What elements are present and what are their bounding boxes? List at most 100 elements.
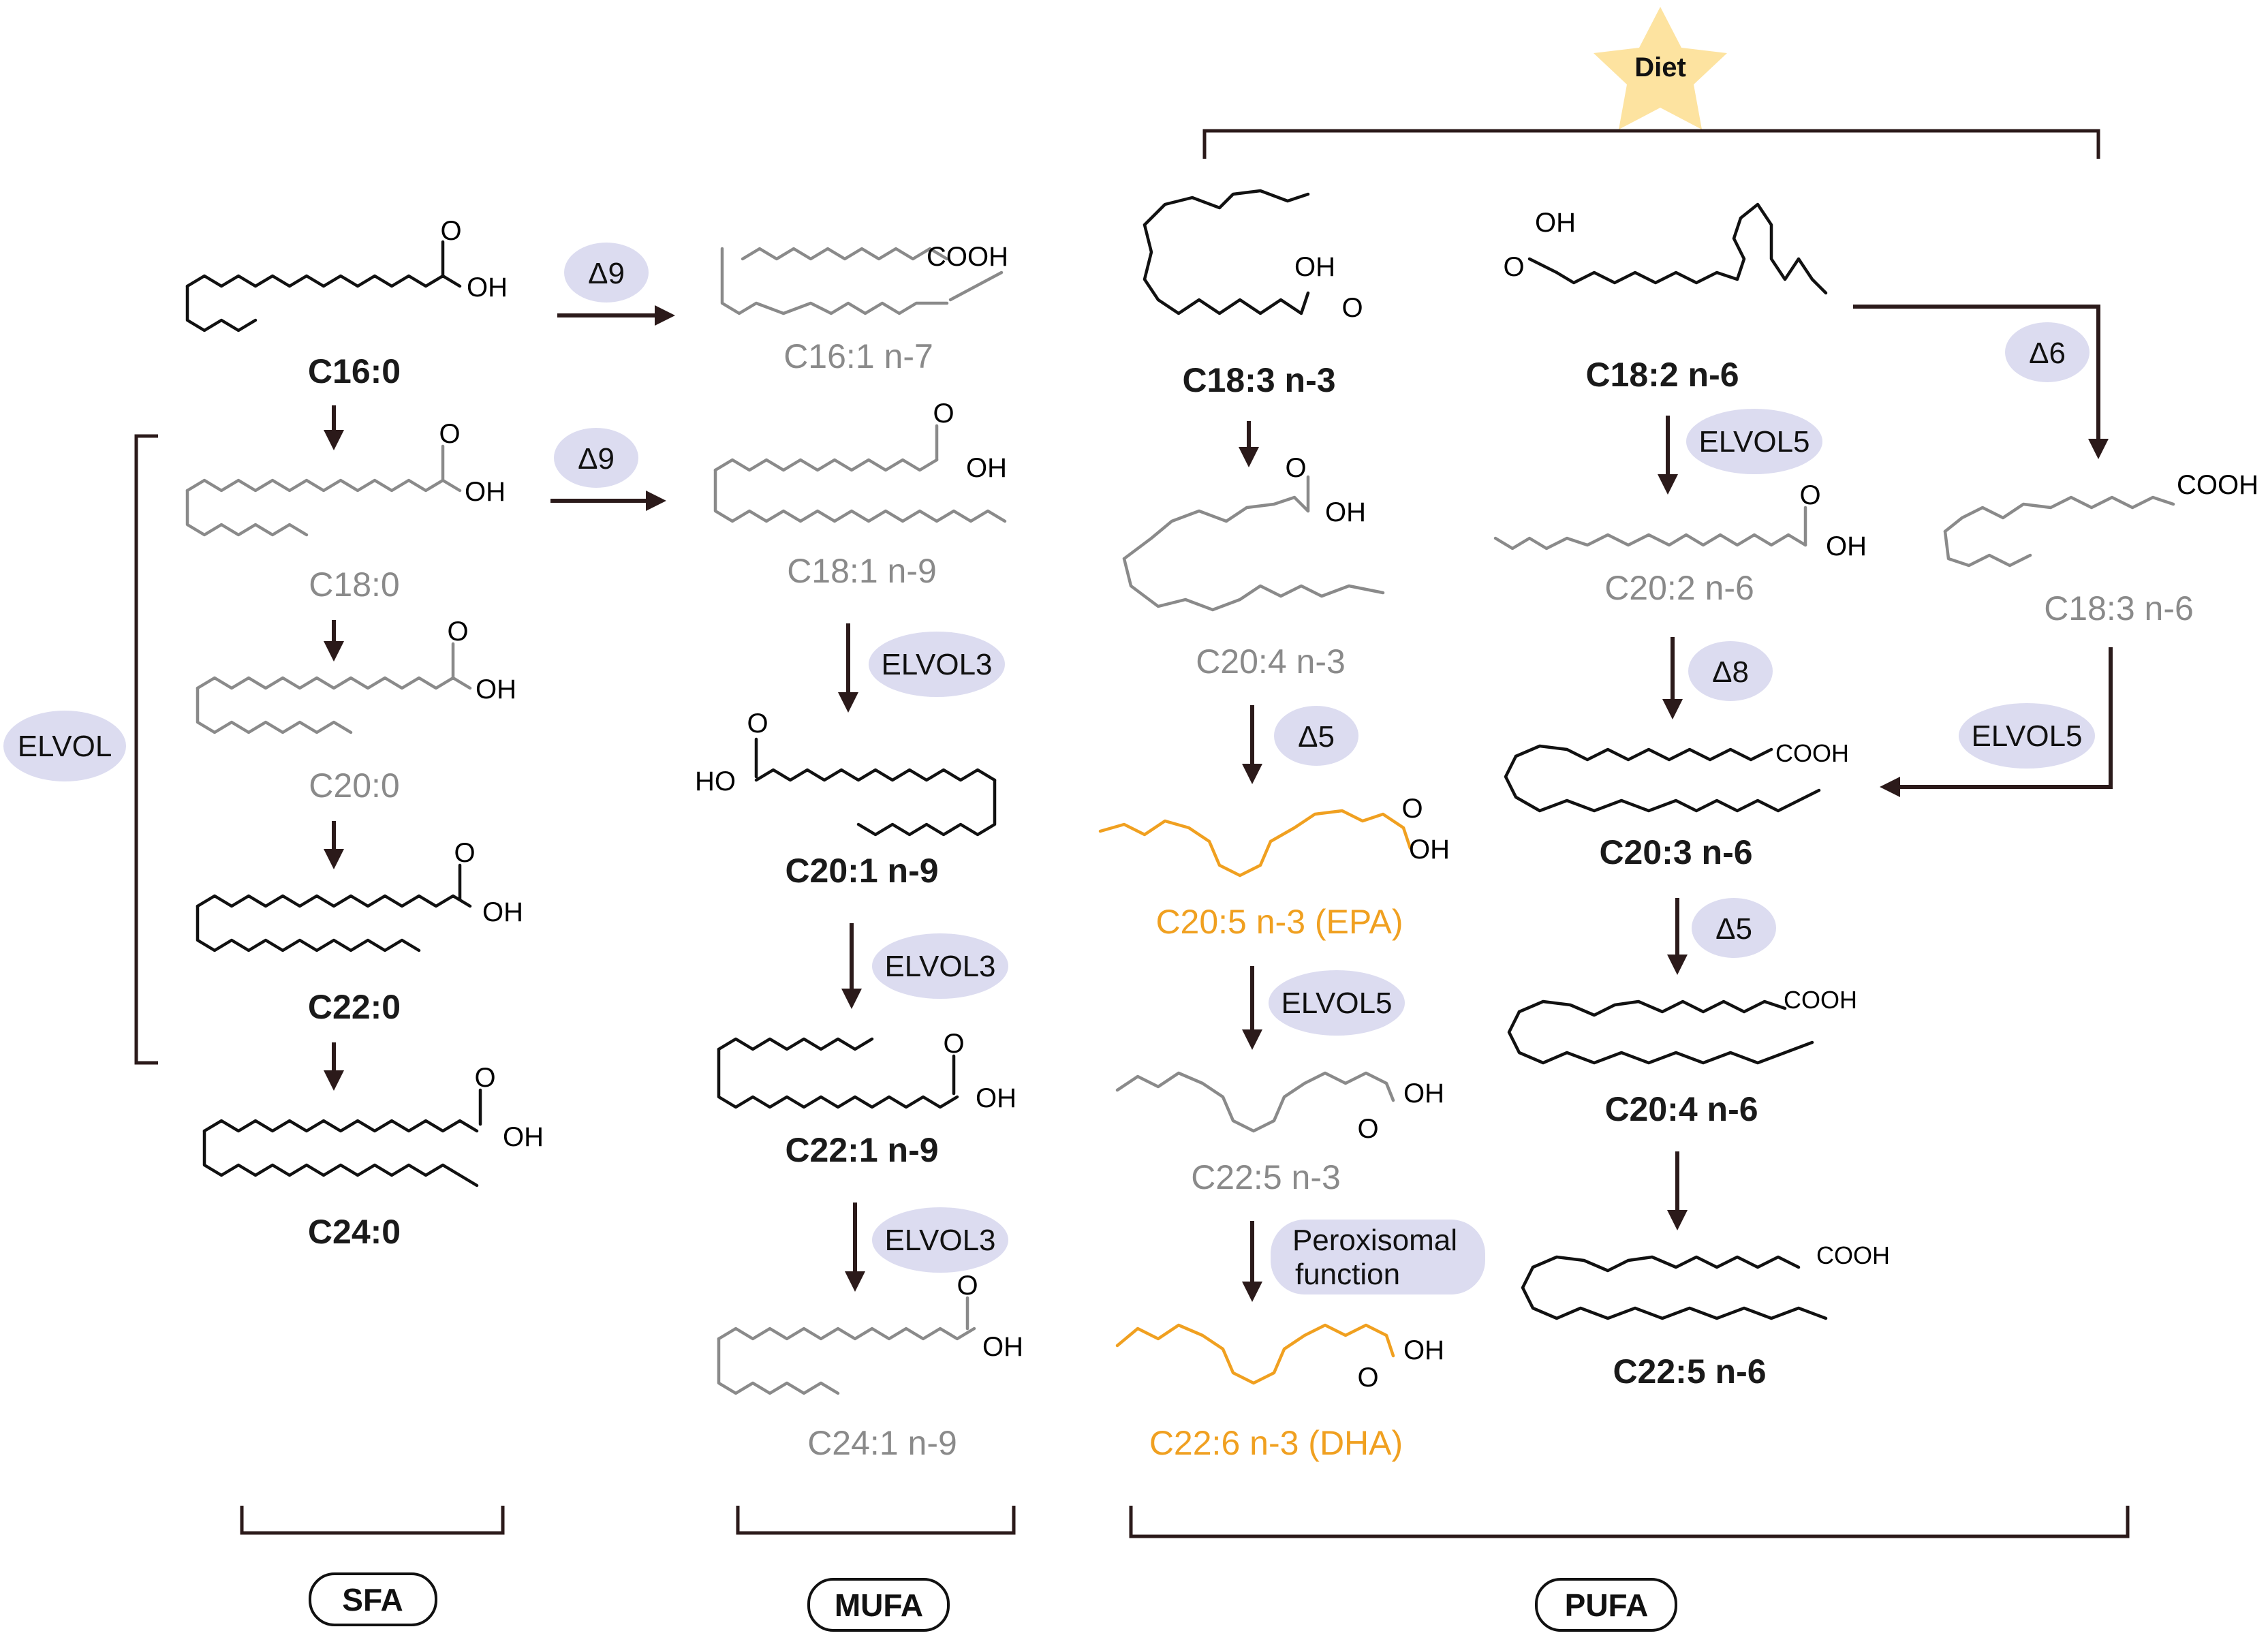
molecule-c18-0-tail: [185, 488, 309, 537]
arrow-elvol5-side: [1880, 647, 2113, 797]
c22-0-o: O: [454, 838, 475, 868]
c20-1-ho: HO: [695, 766, 736, 796]
enzyme-elvol3-c: ELVOL3: [884, 1224, 995, 1257]
enzyme-elvol3-b-bg: [872, 933, 1008, 999]
enzyme-elvol-sfa: ELVOL: [18, 730, 112, 763]
molecule-c22-5-n6: [1531, 1255, 1801, 1273]
label-c20-4-n6: C20:4 n-6: [1604, 1090, 1758, 1128]
c18-2-n6-oh: OH: [1535, 208, 1576, 238]
molecule-c20-1: [754, 768, 997, 782]
molecule-c22-0: [196, 894, 472, 908]
c18-1-oh: OH: [966, 453, 1007, 483]
enzyme-elvol5-side: ELVOL5: [1971, 719, 2082, 753]
mufa-bracket: [736, 1506, 1016, 1535]
c24-1-o: O: [957, 1271, 978, 1301]
enzyme-elvol3-a: ELVOL3: [881, 648, 992, 681]
enzyme-elvol5-n6: ELVOL5: [1698, 425, 1809, 459]
molecule-c18-3-n3: [1143, 189, 1310, 227]
enzyme-perox-line2: function: [1295, 1258, 1400, 1291]
label-c22-5-n3: C22:5 n-3: [1191, 1158, 1341, 1196]
label-c18-0: C18:0: [309, 565, 399, 604]
molecule-c22-5-n3: [1115, 1071, 1395, 1133]
label-c16-1: C16:1 n-7: [783, 337, 933, 375]
molecule-c18-3-n6: [1943, 495, 2175, 533]
pufa-bracket: [1129, 1506, 2130, 1538]
molecule-c16-0: [185, 274, 462, 288]
c20-4-n6-cooh: COOH: [1784, 986, 1857, 1014]
molecule-c18-3-n6-chain: [1943, 529, 2032, 568]
label-c18-3-n6: C18:3 n-6: [2044, 589, 2194, 627]
label-c24-0: C24:0: [308, 1213, 401, 1251]
molecule-c22-1: [717, 1037, 874, 1051]
c22-5-n6-cooh: COOH: [1816, 1241, 1890, 1269]
molecule-c22-0-tail: [196, 904, 421, 952]
c22-5-n3-oh: OH: [1403, 1079, 1444, 1108]
molecule-c18-2-n6: [1555, 202, 1828, 295]
label-c20-3-n6: C20:3 n-6: [1599, 833, 1752, 871]
mufa-box: [807, 1578, 950, 1632]
label-c24-1: C24:1 n-9: [807, 1424, 957, 1462]
pufa-label: PUFA: [1565, 1587, 1649, 1623]
molecule-dha: [1115, 1323, 1395, 1385]
dha-o: O: [1357, 1363, 1378, 1393]
molecule-c18-0: [185, 478, 462, 493]
pufa-top-bracket: [1202, 129, 2100, 159]
c18-3-n6-cooh: COOH: [2177, 470, 2258, 500]
label-c22-1: C22:1 n-9: [785, 1131, 938, 1169]
molecule-c24-0: [202, 1119, 479, 1133]
molecule-c22-1-chain: [717, 1047, 959, 1109]
enzyme-d5-n3-bg: [1274, 706, 1358, 766]
molecule-c20-4-n3: [1122, 495, 1310, 561]
molecule-c16-1-alkyne: [948, 270, 1004, 302]
molecule-c20-3-n6: [1514, 744, 1773, 762]
label-c22-5-n6: C22:5 n-6: [1613, 1352, 1766, 1391]
enzyme-d6-bg: [2005, 322, 2090, 382]
c22-5-n3-o: O: [1357, 1114, 1378, 1144]
molecule-c18-3-n3-chain: [1143, 223, 1310, 315]
enzyme-elvol-sfa-bg: [3, 711, 126, 781]
c24-0-oh: OH: [503, 1122, 544, 1152]
label-c20-1: C20:1 n-9: [785, 852, 938, 890]
label-epa: C20:5 n-3 (EPA): [1155, 903, 1403, 941]
molecule-c20-0-tail: [196, 686, 353, 734]
mufa-label: MUFA: [835, 1587, 923, 1623]
enzyme-perox-bg: [1271, 1220, 1485, 1294]
molecule-c20-4-n3-chain: [1122, 557, 1385, 612]
enzyme-elvol3-a-bg: [869, 632, 1005, 697]
enzyme-elvol3-c-bg: [872, 1207, 1008, 1273]
c20-4-n3-o: O: [1285, 453, 1306, 483]
molecule-c18-1-tail: [713, 468, 1007, 523]
enzyme-d5-n6: Δ5: [1715, 912, 1752, 946]
enzyme-d9-b: Δ9: [578, 442, 615, 476]
enzyme-d8-bg: [1688, 641, 1773, 701]
c18-3-n3-o: O: [1341, 293, 1363, 323]
c16-0-o: O: [440, 216, 461, 246]
label-c20-2-n6: C20:2 n-6: [1604, 569, 1754, 607]
elvol-bracket: [134, 434, 158, 1065]
label-c18-3-n3: C18:3 n-3: [1182, 361, 1335, 399]
c18-2-n6-o: O: [1503, 252, 1524, 282]
c18-0-oh: OH: [465, 477, 506, 507]
c20-1-o: O: [747, 709, 768, 739]
molecule-c24-0-tail: [202, 1129, 479, 1188]
molecule-epa: [1098, 809, 1412, 878]
epa-oh: OH: [1409, 835, 1450, 865]
enzyme-elvol5-n3-bg: [1269, 970, 1405, 1036]
molecule-c22-5-n6-chain: [1521, 1265, 1828, 1320]
enzyme-d9-a: Δ9: [588, 257, 625, 290]
label-c22-0: C22:0: [308, 988, 401, 1026]
c18-3-n3-oh: OH: [1294, 252, 1335, 282]
enzyme-d5-n6-bg: [1692, 898, 1776, 958]
label-c18-2-n6: C18:2 n-6: [1585, 356, 1739, 394]
epa-o: O: [1401, 794, 1423, 824]
sfa-label: SFA: [342, 1582, 403, 1617]
enzyme-d9-a-bg: [564, 243, 649, 303]
c20-0-oh: OH: [476, 674, 516, 704]
diet-star: [1594, 7, 1727, 129]
enzyme-d9-b-bg: [554, 428, 638, 488]
molecule-c16-1-tail: [720, 247, 949, 315]
diet-label: Diet: [1634, 52, 1686, 82]
c24-1-oh: OH: [982, 1332, 1023, 1362]
molecule-c18-1: [713, 458, 939, 472]
